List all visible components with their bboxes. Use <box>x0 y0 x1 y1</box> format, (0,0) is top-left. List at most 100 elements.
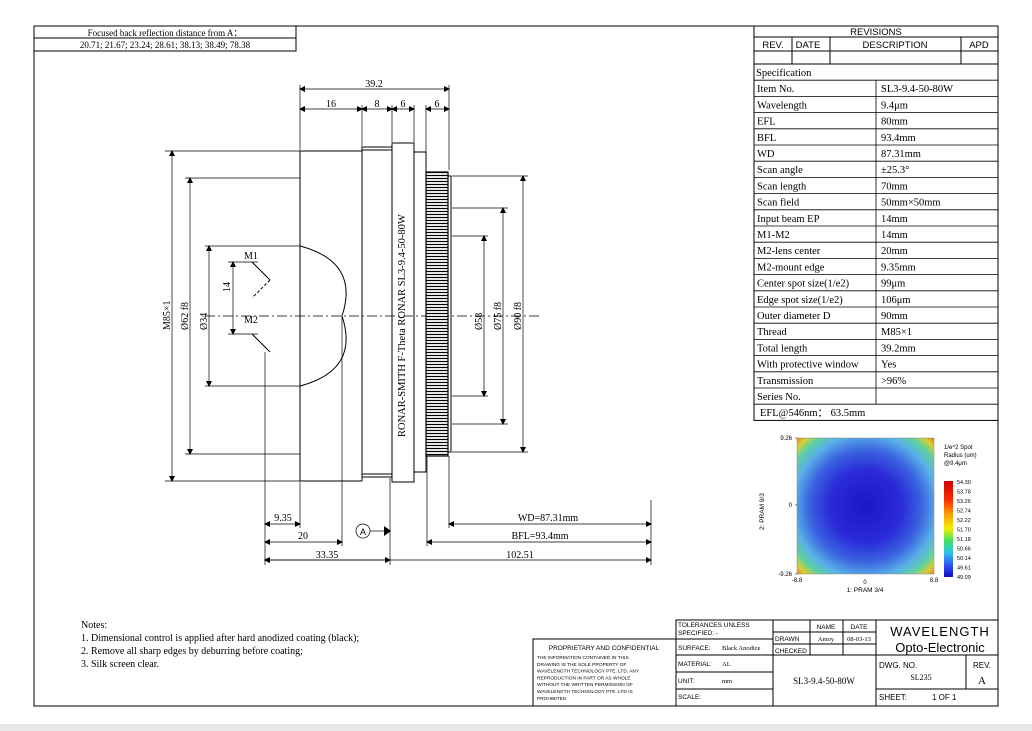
label-m1: M1 <box>244 251 258 262</box>
heatmap-y-bottom: -9.26 <box>778 572 792 578</box>
spec-row-label: Wavelength <box>757 100 808 111</box>
spec-row-label: Scan angle <box>757 165 803 176</box>
dim-6a: 6 <box>401 99 406 110</box>
focus-distance-box: Focused back reflection distance from A：… <box>33 25 297 52</box>
drawn-name: Amoy <box>818 636 835 643</box>
spec-row-label: M1-M2 <box>757 230 790 241</box>
proprietary-line: THE INFORMATION CONTAINED IN THIS <box>537 655 629 661</box>
spec-row-label: Outer diameter D <box>757 311 831 322</box>
legend-tick-label: 49.09 <box>957 575 971 581</box>
material-value: AL <box>722 661 731 668</box>
spec-row-label: Transmission <box>757 376 814 387</box>
dim-d62: Ø62 f8 <box>180 302 191 330</box>
company-name: WAVELENGTH <box>890 624 990 639</box>
note-item-1: 1. Dimensional control is applied after … <box>81 633 359 644</box>
dim-9-35: 9.35 <box>274 513 292 524</box>
spec-row-label: With protective window <box>757 360 859 371</box>
dim-bfl: BFL=93.4mm <box>511 531 568 542</box>
heatmap-field <box>797 438 934 574</box>
dwg-no-label: DWG. NO. <box>879 661 917 670</box>
material-label: MATERIAL: <box>678 661 712 668</box>
date-header: DATE <box>851 624 869 631</box>
legend-tick-label: 53.26 <box>957 499 971 505</box>
legend-tick-label: 52.22 <box>957 518 971 524</box>
bottom-strip <box>0 724 1032 731</box>
spec-row-label: Center spot size(1/e2) <box>757 279 850 290</box>
drawn-label: DRAWN <box>775 636 800 643</box>
spec-row-label: Total length <box>757 343 808 354</box>
dim-d75: Ø75 f8 <box>493 302 504 330</box>
scale-label: SCALE: <box>678 694 701 701</box>
datum-triangle <box>384 526 391 536</box>
lens-engraving-label: RONAR-SMITH F-Theta RONAR SL3-9.4-50-80W <box>397 214 408 437</box>
dim-33-35: 33.35 <box>316 550 339 561</box>
spec-efl-546: EFL@546nm： 63.5mm <box>760 408 865 419</box>
spec-row-value: M85×1 <box>881 327 912 338</box>
spec-row-value: >96% <box>881 376 906 387</box>
proprietary-line: PROHIBITED <box>537 696 567 702</box>
rev-col-rev: REV. <box>762 40 783 51</box>
spec-row-value: 14mm <box>881 230 908 241</box>
name-header: NAME <box>817 624 836 631</box>
bottom-dimensions <box>264 316 652 565</box>
heatmap-x-left: -8.8 <box>792 578 803 584</box>
checked-label: CHECKED <box>775 648 807 655</box>
heatmap-y-mid: 0 <box>789 503 793 509</box>
notes-title: Notes: <box>81 620 107 631</box>
spec-title: Specification <box>756 68 812 79</box>
right-dimensions <box>452 175 528 453</box>
heatmap-y-top: 9.26 <box>780 436 792 442</box>
heatmap-x-label: 1: PRAM 3/4 <box>847 587 884 594</box>
spec-row-label: Series No. <box>757 392 801 403</box>
tolerances-label: TOLERANCES UNLESS <box>678 622 750 629</box>
sheet-label: SHEET: <box>879 693 907 702</box>
sheet-value: 1 OF 1 <box>932 693 957 702</box>
spec-row-value: 80mm <box>881 117 908 128</box>
heatmap-y-label: 2: PRAM 9/3 <box>759 493 766 530</box>
legend-title-2: Radius (um) <box>944 453 977 459</box>
part-number: SL3-9.4-50-80W <box>793 676 855 686</box>
legend-tick-label: 49.61 <box>957 566 971 572</box>
spec-row-label: Thread <box>757 327 787 338</box>
legend-title-1: 1/e^2 Spot <box>944 445 973 451</box>
label-m2: M2 <box>244 315 258 326</box>
spec-row-label: M2-mount edge <box>757 262 825 273</box>
spec-row-label: Scan field <box>757 198 800 209</box>
spec-row-value: 9.35mm <box>881 262 916 273</box>
dim-6b: 6 <box>435 99 440 110</box>
dim-d34: Ø34 <box>199 313 210 330</box>
rev-label: REV. <box>973 661 991 670</box>
spot-radius-heatmap <box>795 437 953 577</box>
spec-row-value: 9.4μm <box>881 100 908 111</box>
spec-row-label: Item No. <box>757 84 794 95</box>
spec-row-value: 93.4mm <box>881 133 916 144</box>
legend-tick-label: 50.66 <box>957 547 971 553</box>
spec-row-value: SL3-9.4-50-80W <box>881 84 953 95</box>
dim-wd: WD=87.31mm <box>518 513 579 524</box>
proprietary-line: WAVELENGTH TECHNOLOGY PTE. LTD IS <box>537 689 633 695</box>
heatmap-legend-bar <box>944 481 953 577</box>
lens-drawing <box>205 142 540 483</box>
spec-row-value: 39.2mm <box>881 343 916 354</box>
spec-row-value: 90mm <box>881 311 908 322</box>
unit-value: mm <box>722 678 732 685</box>
rev-col-apd: APD <box>969 40 989 51</box>
unit-label: UNIT: <box>678 678 694 685</box>
proprietary-line: WAVELENGTH TECHNOLOGY PTE. LTD. ANY <box>537 669 640 675</box>
focus-box-title: Focused back reflection distance from A： <box>88 28 243 38</box>
legend-tick-label: 52.74 <box>957 509 971 515</box>
spec-row-value: 99μm <box>881 279 905 290</box>
proprietary-text: THE INFORMATION CONTAINED IN THISDRAWING… <box>537 655 640 702</box>
proprietary-line: REPRODUCTION IN PART OR AS WHOLE <box>537 675 631 681</box>
spec-row-value: 20mm <box>881 246 908 257</box>
rev-value: A <box>978 675 986 687</box>
surface-value: Black Anodize <box>722 645 761 652</box>
spec-row-label: Edge spot size(1/e2) <box>757 295 843 306</box>
spec-row-label: M2-lens center <box>757 246 821 257</box>
rev-col-date: DATE <box>796 40 821 51</box>
spec-row-label: Scan length <box>757 181 807 192</box>
proprietary-line: DRAWING IS THE SOLE PROPERTY OF <box>537 662 626 668</box>
proprietary-title: PROPRIETARY AND CONFIDENTIAL <box>549 645 660 652</box>
company-subtitle: Opto-Electronic <box>895 640 985 655</box>
